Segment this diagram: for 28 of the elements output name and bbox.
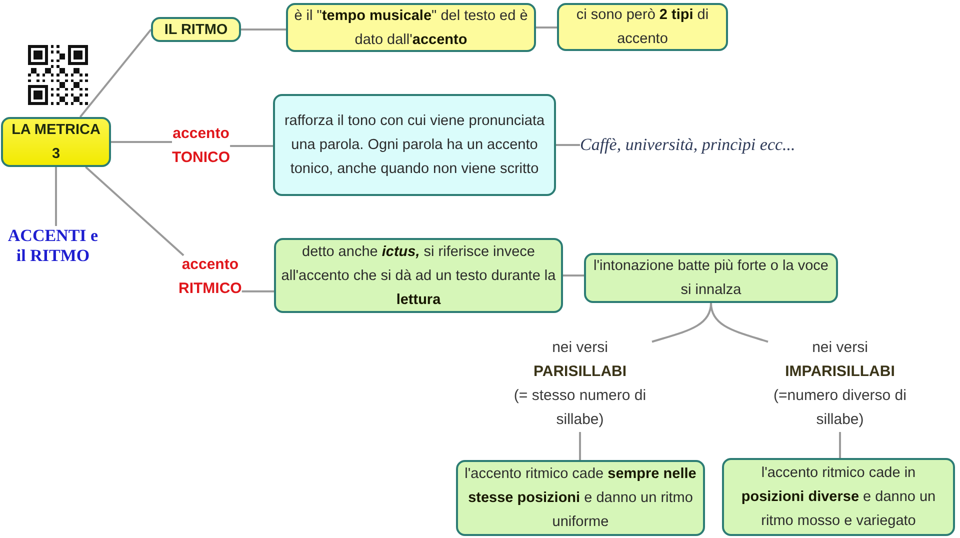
example-text: Caffè, università, princìpi ecc... [580,134,796,156]
connector-line [242,290,274,292]
concept-box: ci sono però 2 tipi di accento [557,3,728,51]
connector-line [85,166,184,256]
connector-line [536,26,557,28]
connector-line [111,141,172,143]
connector-line [55,167,57,226]
concept-box: è il "tempo musicale" del testo ed è dato dall'accento [286,3,536,52]
connector-line [710,302,768,343]
connector-line [230,145,273,147]
description-box: l'intonazione batte più forte o la voce si innalza [584,253,838,303]
verse-type-text: nei versi IMPARISILLABI (=numero diverso di sillabe) [760,336,920,432]
branch-label: accento TONICO [172,122,230,170]
verse-type-text: nei versi PARISILLABI (= stesso numero di sillabe) [500,336,660,432]
connector-line [579,432,581,460]
connector-line [556,144,580,146]
connector-line [241,28,286,30]
connector-line [563,274,584,276]
description-box: rafforza il tono con cui viene pronunciata una parola. Ogni parola ha un accento tonico, anche quando non viene scritto [273,94,556,196]
subtitle-text: ACCENTI e il RITMO [6,226,100,266]
connector-line [79,28,152,118]
connector-line [839,432,841,458]
topic-box: LA METRICA 3 [1,117,111,167]
description-box: detto anche ictus, si riferisce invece all'accento che si dà ad un testo durante la lettura [274,238,563,313]
description-box: l'accento ritmico cade in posizioni diverse e danno un ritmo mosso e variegato [722,458,955,536]
branch-label: accento RITMICO [178,253,242,301]
concept-box: IL RITMO [151,17,241,42]
description-box: l'accento ritmico cade sempre nelle stesse posizioni e danno un ritmo uniforme [456,460,705,536]
